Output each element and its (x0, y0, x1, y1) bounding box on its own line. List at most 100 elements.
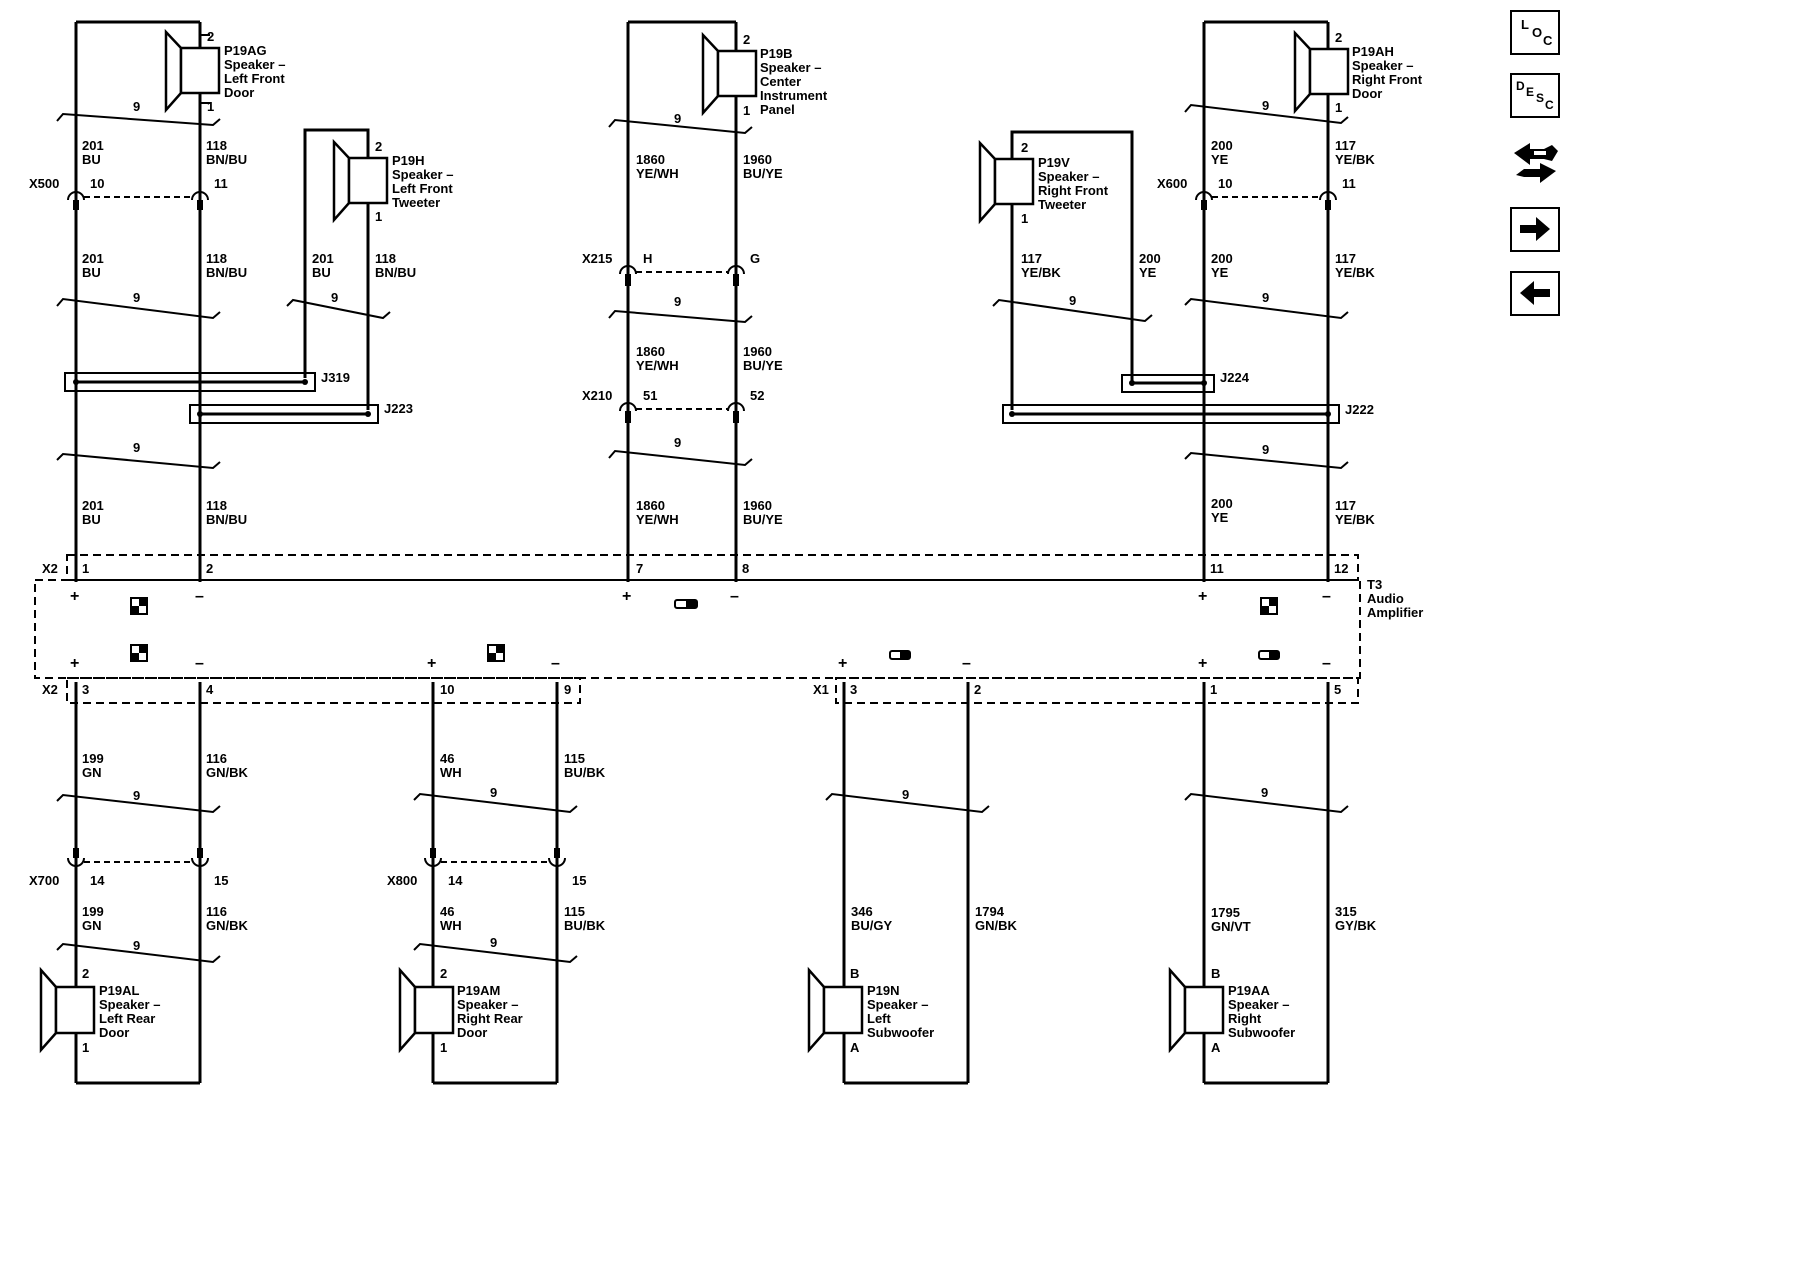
wire-number: 1794 (975, 904, 1005, 919)
wire-color: GN/BK (206, 765, 249, 780)
speaker-label-line: Subwoofer (1228, 1025, 1295, 1040)
pin-label: B (1211, 966, 1220, 981)
wire-number: 200 (1139, 251, 1161, 266)
speaker-ref: P19H (392, 153, 425, 168)
twist-label: 9 (674, 435, 681, 450)
amplifier-label-line: Amplifier (1367, 605, 1423, 620)
speaker-label-line: Left Front (224, 71, 285, 86)
wire-number: 46 (440, 751, 454, 766)
pin-label: A (1211, 1040, 1221, 1055)
polarity-plus: + (1198, 588, 1207, 605)
connector-pin: 5 (1334, 682, 1341, 697)
connector-pin: 1 (82, 561, 89, 576)
connector-name: X1 (813, 682, 829, 697)
desc-letter: D (1516, 79, 1525, 93)
connector-pin: 11 (214, 176, 228, 191)
wiring-diagram: 9 9 9 9 9 9 9 9 9 9 9 9 9 9 9 9 9 (29, 20, 1423, 1085)
connector-pin: 52 (750, 388, 764, 403)
wire-color: YE/WH (636, 512, 679, 527)
wire-color: BU/GY (851, 918, 893, 933)
connector-icon[interactable] (1510, 139, 1560, 184)
wire-number: 115 (564, 751, 585, 766)
twist-label: 9 (674, 294, 681, 309)
wire-color: BU (82, 152, 101, 167)
pin-label: 2 (1021, 140, 1028, 155)
wire-number: 201 (82, 498, 104, 513)
wire-number: 117 (1335, 498, 1356, 513)
next-arrow-button[interactable] (1510, 207, 1560, 252)
connector-pin: 10 (90, 176, 104, 191)
desc-button[interactable]: D E S C (1510, 73, 1560, 118)
wire-number: 118 (375, 251, 396, 266)
speaker-ref: P19AA (1228, 983, 1271, 998)
connector-pin: 15 (572, 873, 586, 888)
connector-pin: 2 (974, 682, 981, 697)
speaker-label-line: Instrument (760, 88, 828, 103)
twist-label: 9 (133, 938, 140, 953)
polarity-minus: – (1322, 655, 1331, 672)
speaker-right-front-tweeter-icon (978, 139, 1035, 225)
amplifier-channel-icons (130, 597, 1280, 662)
speaker-label-line: Speaker – (1038, 169, 1099, 184)
wire-color: YE/WH (636, 358, 679, 373)
pin-label: 1 (375, 209, 382, 224)
connector-pin: 3 (82, 682, 89, 697)
connector-pin: 11 (1210, 561, 1224, 576)
connector-pin: 9 (564, 682, 571, 697)
pin-label: 2 (207, 29, 214, 44)
speaker-ref: P19AH (1352, 44, 1394, 59)
wire-color: BN/BU (206, 512, 247, 527)
speaker-right-rear-door-icon (398, 966, 455, 1054)
wire-number: 46 (440, 904, 454, 919)
wire-color: WH (440, 918, 462, 933)
wire-number: 1795 (1211, 905, 1240, 920)
wire-number: 1960 (743, 344, 772, 359)
connector-pin: 10 (440, 682, 454, 697)
speaker-label-line: Speaker – (867, 997, 928, 1012)
amplifier-ref: T3 (1367, 577, 1382, 592)
amplifier-label-line: Audio (1367, 591, 1404, 606)
pin-label: 1 (207, 99, 214, 114)
back-arrow-button[interactable] (1510, 271, 1560, 316)
speaker-ref: P19V (1038, 155, 1070, 170)
inline-connectors (67, 191, 1337, 867)
connector-pin: 4 (206, 682, 214, 697)
pin-label: 2 (743, 32, 750, 47)
speaker-label-line: Left Rear (99, 1011, 155, 1026)
speaker-ref: P19AG (224, 43, 267, 58)
loc-button[interactable]: L O C (1510, 10, 1560, 55)
pin-label: 2 (82, 966, 89, 981)
connector-pin: 14 (448, 873, 463, 888)
polarity-minus: – (1322, 588, 1331, 605)
wire-number: 117 (1335, 251, 1356, 266)
polarity-plus: + (427, 655, 436, 672)
speaker-left-front-tweeter-icon (332, 138, 389, 224)
polarity-plus: + (838, 655, 847, 672)
pin-label: 1 (82, 1040, 89, 1055)
speaker-label-line: Left (867, 1011, 892, 1026)
speaker-label-line: Left Front (392, 181, 453, 196)
speaker-ref: P19AL (99, 983, 140, 998)
wire-color: YE (1211, 510, 1229, 525)
wire-number: 199 (82, 751, 104, 766)
polarity-minus: – (962, 655, 971, 672)
wire-number: 200 (1211, 251, 1233, 266)
right-arrow-icon (1520, 217, 1550, 241)
twist-label: 9 (133, 290, 140, 305)
wire-number: 315 (1335, 904, 1357, 919)
wire-number: 117 (1335, 138, 1356, 153)
polarity-plus: + (622, 588, 631, 605)
polarity-minus: – (195, 588, 204, 605)
speaker-label-line: Door (99, 1025, 129, 1040)
wire-number: 118 (206, 251, 227, 266)
wire-color: YE (1139, 265, 1157, 280)
wire-number: 199 (82, 904, 104, 919)
twist-label: 9 (674, 111, 681, 126)
connector-pin: 11 (1342, 176, 1356, 191)
twist-label: 9 (902, 787, 909, 802)
speaker-label-line: Door (457, 1025, 487, 1040)
wire-color: YE/BK (1021, 265, 1061, 280)
wire-number: 116 (206, 751, 227, 766)
connector-name: X500 (29, 176, 59, 191)
twist-label: 9 (1262, 98, 1269, 113)
